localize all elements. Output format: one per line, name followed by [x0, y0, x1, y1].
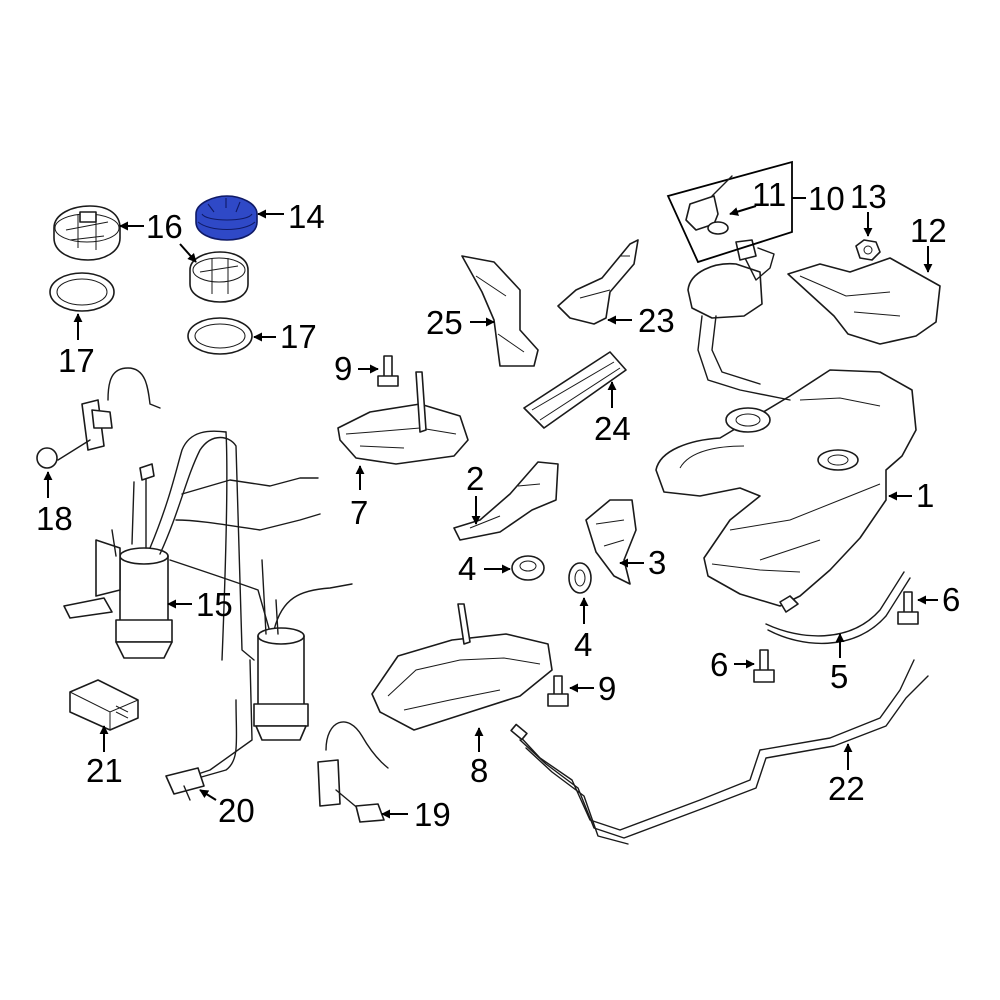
callout-4a: 4: [458, 550, 476, 587]
callout-3: 3: [648, 544, 666, 581]
callout-17b: 17: [280, 318, 317, 355]
part-4-grommet-right[interactable]: [568, 562, 592, 594]
callout-5: 5: [830, 658, 848, 695]
callout-1: 1: [916, 477, 934, 514]
callout-11: 11: [752, 176, 786, 213]
part-19-sensor[interactable]: [317, 721, 389, 823]
part-9-bolt-top[interactable]: [377, 355, 399, 387]
part-6-bolt-lower[interactable]: [753, 649, 775, 683]
callout-4b: 4: [574, 626, 592, 663]
part-17-seal-right[interactable]: [187, 317, 253, 355]
part-9-bolt-bottom[interactable]: [547, 675, 569, 707]
part-14-lock-ring[interactable]: [195, 195, 258, 241]
callout-8: 8: [470, 752, 488, 789]
part-25-bracket[interactable]: [461, 255, 539, 367]
leader-11: [729, 205, 757, 216]
callout-9b: 9: [598, 670, 616, 707]
part-7-heat-shield[interactable]: [337, 371, 469, 465]
part-8-lower-shield[interactable]: [371, 603, 553, 731]
part-16-flange-2[interactable]: [189, 251, 249, 303]
callout-6a: 6: [942, 581, 960, 618]
part-13-nut[interactable]: [855, 239, 881, 261]
part-15-pump-right[interactable]: [253, 559, 309, 741]
callout-14: 14: [288, 198, 325, 235]
part-22-fuel-lines[interactable]: [510, 659, 929, 845]
callout-23: 23: [638, 302, 675, 339]
callout-2: 2: [466, 460, 484, 497]
part-17-seal-left[interactable]: [49, 272, 115, 312]
callout-13: 13: [850, 178, 887, 215]
callout-12: 12: [910, 212, 947, 249]
callout-15: 15: [196, 586, 233, 623]
callout-21: 21: [86, 752, 123, 789]
part-6-bolt-right[interactable]: [897, 591, 919, 625]
callout-16: 16: [146, 208, 183, 245]
callout-19: 19: [414, 796, 451, 833]
part-11-cap[interactable]: [685, 175, 733, 235]
callout-10: 10: [808, 180, 845, 217]
callout-17a: 17: [58, 342, 95, 379]
callout-7: 7: [350, 494, 368, 531]
part-23-bracket[interactable]: [557, 239, 639, 325]
part-20-line-harness[interactable]: [149, 430, 353, 801]
part-3-shield[interactable]: [585, 499, 637, 585]
callout-22: 22: [828, 770, 865, 807]
callout-25: 25: [426, 304, 463, 341]
callout-18: 18: [36, 500, 73, 537]
callout-6b: 6: [710, 646, 728, 683]
leader-20: [199, 789, 217, 801]
part-4-grommet-left[interactable]: [511, 555, 545, 581]
part-1-fuel-tank[interactable]: [655, 239, 917, 613]
part-24-rail[interactable]: [523, 351, 627, 429]
callout-9a: 9: [334, 350, 352, 387]
part-16-flange[interactable]: [53, 205, 121, 261]
leader-16b: [179, 243, 197, 263]
part-21-control-module[interactable]: [69, 679, 139, 731]
part-10-bracket: [666, 160, 793, 264]
part-12-shield[interactable]: [787, 257, 941, 345]
callout-20: 20: [218, 792, 255, 829]
callout-24: 24: [594, 410, 631, 447]
part-5-strap[interactable]: [765, 571, 911, 645]
part-15-pump-module[interactable]: [63, 463, 173, 659]
part-18-level-sensor[interactable]: [36, 367, 161, 469]
